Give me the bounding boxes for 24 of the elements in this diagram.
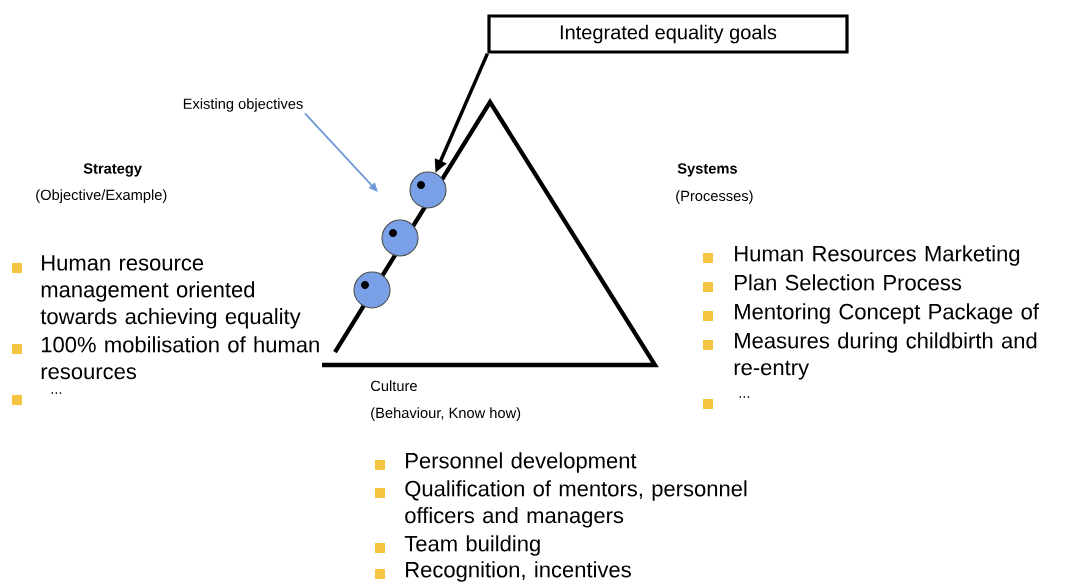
subheading: (Objective/Example): [36, 189, 167, 203]
bullet-item: Recognition, incentives: [375, 561, 631, 582]
bullet-item: ...: [703, 396, 750, 409]
heading: Systems: [677, 163, 737, 177]
circle-marker: [353, 271, 391, 309]
arrow: [304, 112, 378, 192]
subheading: (Processes): [676, 190, 753, 204]
bullet-item: Human resource management oriented towards achieving equality: [12, 255, 301, 329]
bullet-item: ...: [12, 392, 62, 405]
bullet-item: Qualification of mentors, personnel officers and managers: [375, 480, 747, 528]
bullet-item: Measures during childbirth and re-entry: [703, 332, 1037, 380]
bullet-item: Plan Selection Process: [703, 274, 962, 292]
bullet-item: Mentoring Concept Package of: [703, 303, 1039, 324]
bullet-item: 100% mobilisation of human resources: [12, 336, 319, 380]
heading: Culture: [371, 380, 417, 392]
subheading: (Behaviour, Know how): [371, 407, 521, 421]
bullet-item: Personnel development: [375, 452, 637, 473]
goal-box: Integrated equality goals: [487, 14, 849, 54]
bullet-item: Human Resources Marketing: [703, 245, 1020, 266]
heading: Strategy: [83, 163, 142, 177]
circle-marker: [409, 171, 447, 209]
bullet-item: Team building: [375, 535, 540, 556]
circle-marker: [381, 219, 419, 257]
annotation-text: Existing objectives: [183, 98, 303, 112]
